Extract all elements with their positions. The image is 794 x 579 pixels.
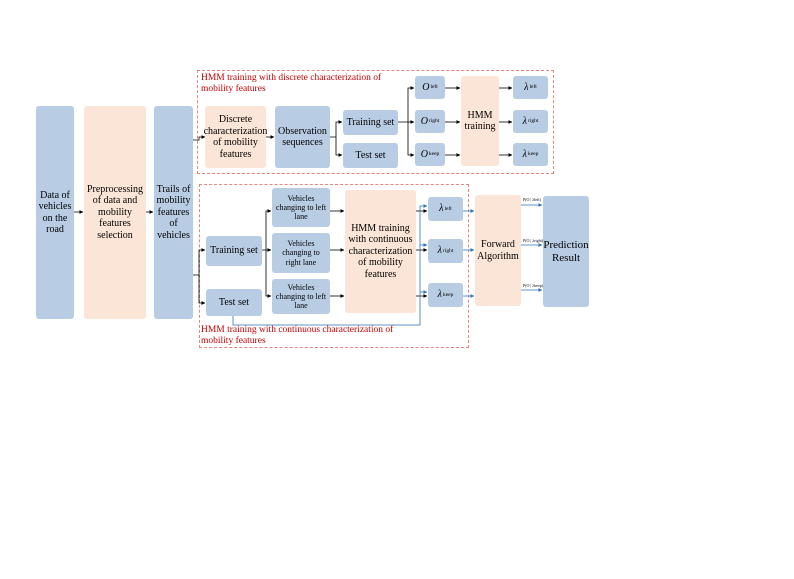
o-keep-subscript: keep: [428, 151, 440, 158]
lambda-keep-bottom-subscript: keep: [442, 291, 454, 298]
preprocessing-box: Preprocessing of data and mobility featu…: [84, 106, 146, 319]
o-left-symbol: O: [422, 81, 430, 93]
lambda-right-bottom-symbol: λ: [437, 245, 442, 257]
lambda-keep-top-subscript: keep: [527, 151, 539, 158]
vehicles-left-lane-box-2: Vehicles changing to left lane: [272, 279, 330, 314]
lambda-left-top-symbol: λ: [524, 81, 529, 93]
lambda-right-top-symbol: λ: [522, 115, 527, 127]
lambda-right-bottom-subscript: right: [442, 247, 454, 254]
lambda-left-bottom-symbol: λ: [439, 203, 444, 215]
prob-label-left: P(O | λleft): [523, 197, 541, 202]
lambda-right-top-subscript: right: [527, 118, 539, 125]
test-set-top-box: Test set: [343, 143, 398, 168]
lambda-keep-top-symbol: λ: [522, 148, 527, 160]
training-set-top-box: Training set: [343, 110, 398, 135]
continuous-group-title: HMM training with continuous characteriz…: [201, 325, 394, 346]
test-set-bottom-box: Test set: [206, 289, 262, 316]
training-set-bottom-box: Training set: [206, 236, 262, 266]
continuous-group-frame: [199, 184, 469, 348]
vehicles-right-lane-box: Vehicles changing to right lane: [272, 233, 330, 273]
prediction-result-box: Prediction Result: [543, 196, 589, 307]
discrete-group-title: HMM training with discrete characterizat…: [201, 73, 382, 94]
hmm-continuous-box: HMM training with continuous characteriz…: [345, 190, 416, 313]
trails-box: Trails of mobility features of vehicles: [154, 106, 193, 319]
forward-algorithm-box: Forward Algorithm: [475, 195, 521, 306]
o-right-symbol: O: [420, 115, 428, 127]
discrete-characterization-box: Discrete characterization of mobility fe…: [204, 106, 267, 168]
prob-label-keep: P(O | λkeep): [523, 283, 544, 288]
observation-sequences-box: Observation sequences: [275, 106, 330, 168]
hmm-training-box: HMM training: [461, 76, 499, 166]
data-vehicles-box: Data of vehicles on the road: [36, 106, 74, 319]
discrete-group-frame: [197, 70, 554, 174]
o-keep-symbol: O: [420, 148, 428, 160]
lambda-left-top-subscript: left: [529, 84, 537, 91]
o-left-subscript: left: [430, 84, 438, 91]
prob-label-right: P(O | λright): [523, 238, 544, 243]
vehicles-left-lane-box-1: Vehicles changing to left lane: [272, 188, 330, 227]
lambda-left-bottom-subscript: left: [444, 205, 452, 212]
o-right-subscript: right: [428, 118, 440, 125]
lambda-keep-bottom-symbol: λ: [437, 289, 442, 301]
